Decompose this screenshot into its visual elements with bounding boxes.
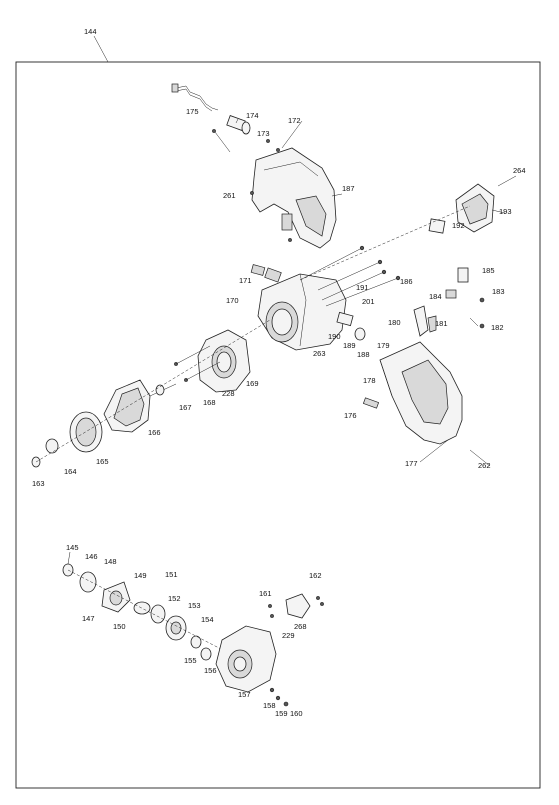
part-label-163: 163	[32, 479, 45, 488]
part-label-175: 175	[186, 107, 199, 116]
spindle-cover	[268, 593, 324, 707]
part-label-152: 152	[168, 594, 181, 603]
screw-set-upper	[212, 129, 292, 242]
part-label-145: 145	[66, 543, 79, 552]
part-label-170: 170	[226, 296, 239, 305]
part-label-168: 168	[203, 398, 216, 407]
part-label-263: 263	[313, 349, 326, 358]
part-label-185: 185	[482, 266, 495, 275]
part-label-172: 172	[288, 116, 301, 125]
part-label-193: 193	[499, 207, 512, 216]
part-label-188: 188	[357, 350, 370, 359]
part-label-146: 146	[85, 552, 98, 561]
part-label-176: 176	[344, 411, 357, 420]
part-label-177: 177	[405, 459, 418, 468]
trigger	[413, 305, 437, 337]
handle-cover	[251, 147, 337, 249]
part-label-262: 262	[478, 461, 491, 470]
part-label-181: 181	[435, 319, 448, 328]
carbon-brushes	[250, 264, 366, 341]
rear-handle	[362, 341, 463, 445]
part-label-164: 164	[64, 467, 77, 476]
lock-button	[445, 267, 485, 303]
part-label-156: 156	[204, 666, 217, 675]
part-label-261: 261	[223, 191, 236, 200]
rear-cover	[455, 183, 495, 233]
part-label-178: 178	[363, 376, 376, 385]
part-label-165: 165	[96, 457, 109, 466]
power-cord	[171, 83, 219, 112]
gear-housing	[215, 625, 277, 693]
part-label-189: 189	[343, 341, 356, 350]
part-label-171: 171	[239, 276, 252, 285]
part-label-264: 264	[513, 166, 526, 175]
part-label-149: 149	[134, 571, 147, 580]
part-label-153: 153	[188, 601, 201, 610]
bearing	[45, 438, 59, 454]
part-label-154: 154	[201, 615, 214, 624]
part-label-162: 162	[309, 571, 322, 580]
part-label-174: 174	[246, 111, 259, 120]
part-label-160: 160	[290, 709, 303, 718]
armature	[103, 379, 177, 433]
part-label-148: 148	[104, 557, 117, 566]
part-label-268: 268	[294, 622, 307, 631]
part-label-186: 186	[400, 277, 413, 286]
part-label-157: 157	[238, 690, 251, 699]
diagram-frame	[15, 61, 541, 789]
part-label-190: 190	[328, 332, 341, 341]
motor-housing	[257, 267, 347, 351]
part-label-169: 169	[246, 379, 259, 388]
part-label-228: 228	[222, 389, 235, 398]
part-label-192: 192	[452, 221, 465, 230]
part-label-161: 161	[259, 589, 272, 598]
part-label-151: 151	[165, 570, 178, 579]
part-label-158: 158	[263, 701, 276, 710]
part-label-155: 155	[184, 656, 197, 665]
stator	[197, 329, 251, 393]
part-label-167: 167	[179, 403, 192, 412]
part-label-201: 201	[362, 297, 375, 306]
switch	[428, 218, 446, 234]
part-label-166: 166	[148, 428, 161, 437]
part-label-182: 182	[491, 323, 504, 332]
part-label-159: 159	[275, 709, 288, 718]
housing-screws	[299, 245, 401, 307]
fan-baffle	[69, 411, 103, 453]
part-label-147: 147	[82, 614, 95, 623]
gear-assembly	[62, 563, 251, 665]
part-label-150: 150	[113, 622, 126, 631]
assembly-number: 144	[84, 27, 97, 36]
part-label-184: 184	[429, 292, 442, 301]
part-label-229: 229	[282, 631, 295, 640]
part-label-173: 173	[257, 129, 270, 138]
part-label-183: 183	[492, 287, 505, 296]
part-label-191: 191	[356, 283, 369, 292]
part-label-180: 180	[388, 318, 401, 327]
part-label-187: 187	[342, 184, 355, 193]
part-label-179: 179	[377, 341, 390, 350]
